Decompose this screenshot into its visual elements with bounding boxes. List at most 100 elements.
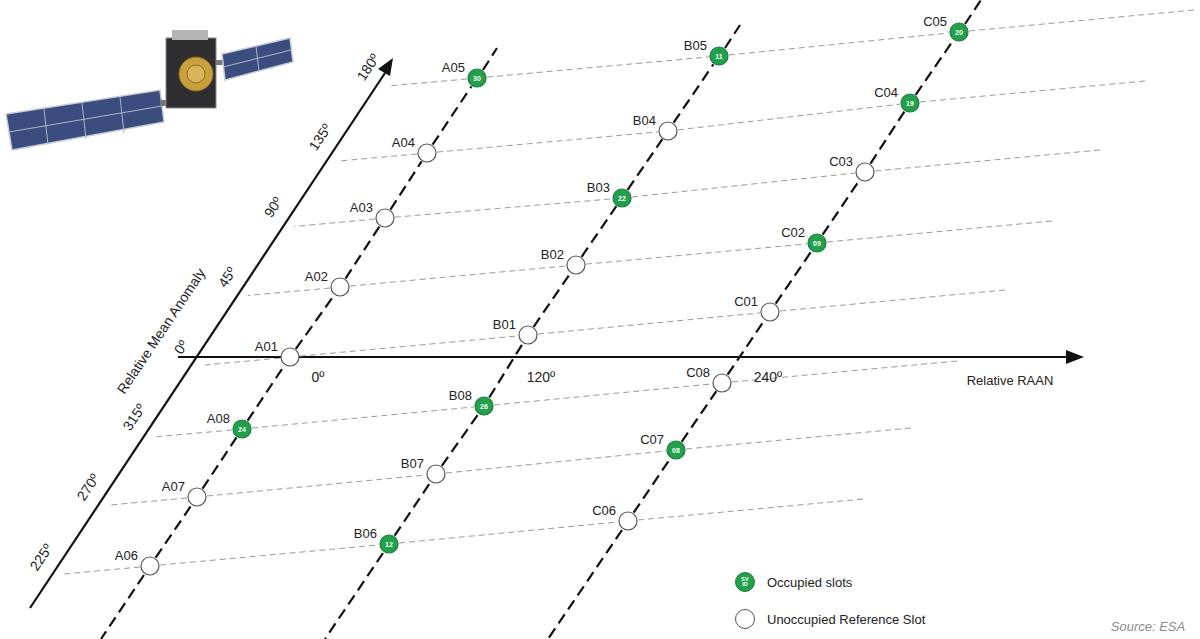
slot-label: A05: [442, 60, 465, 75]
satellite-illustration: [6, 30, 293, 150]
tick-label: 315º: [119, 401, 148, 434]
satellite-body: [166, 38, 216, 108]
tick-label: 270º: [73, 471, 102, 504]
tick-label: 45º: [215, 264, 240, 290]
row-line-extensions: [64, 10, 1194, 574]
slot-circle: [760, 302, 780, 322]
slot-circle: [519, 326, 537, 344]
orbital-plane-line: [203, 437, 237, 488]
reference-slot: C08: [712, 373, 732, 393]
slot-circle: [376, 209, 394, 227]
row-line: [827, 221, 1052, 242]
reference-slot: B04: [658, 121, 678, 141]
occupied-slot: A0530: [467, 68, 487, 88]
slot-label: A07: [162, 479, 185, 494]
tick-label: 120º: [527, 369, 555, 385]
slot-row-line: [399, 522, 618, 543]
raan-axis: [178, 356, 1068, 358]
occupied-slot: B0322: [612, 188, 632, 208]
slot-label: B08: [449, 388, 472, 403]
tick-label: 225º: [26, 541, 55, 574]
legend-symbol-text: SV ID: [739, 577, 751, 588]
reference-slot: A02: [330, 277, 350, 297]
panel-seams: [223, 46, 291, 71]
orbital-plane-line: [156, 505, 192, 557]
orbital-plane-line: [433, 86, 472, 144]
slot-row-line: [494, 384, 712, 405]
tick-label: 90º: [261, 194, 286, 220]
reference-slot: B01: [518, 325, 538, 345]
row-line: [153, 430, 232, 437]
slot-circle: [566, 255, 586, 275]
solar-panel: [6, 90, 164, 150]
slot-circle: [331, 278, 349, 296]
orbital-plane-line: [489, 344, 522, 398]
slot-label: C07: [640, 432, 664, 447]
orbital-plane-line: [823, 180, 860, 234]
legend-text: Unoccupied Reference Slot: [767, 612, 925, 627]
slot-circle: [417, 143, 437, 163]
antenna-array: [179, 57, 213, 91]
slot-circle: [233, 420, 251, 438]
slot-row-line: [446, 451, 666, 473]
orbital-plane-line: [345, 226, 379, 278]
axis-arrowhead: [1066, 350, 1084, 364]
sv-number: 12: [379, 534, 399, 554]
slot-circle: [808, 234, 826, 252]
reference-slot: C01: [760, 302, 780, 322]
sv-number: 11: [709, 46, 729, 66]
slot-circle: [659, 122, 677, 140]
slot-row-line: [207, 475, 426, 496]
axis-title: Relative RAAN: [967, 373, 1054, 389]
sv-number: 20: [949, 22, 969, 42]
slot-circle: [140, 556, 160, 576]
slot-row-line: [300, 336, 518, 356]
slot-circle: [618, 511, 638, 531]
slot-circle: [380, 535, 398, 553]
slot-label: B02: [541, 247, 564, 262]
reference-slot: A03: [375, 208, 395, 228]
slot-row-line: [632, 173, 855, 197]
orbital-plane-line: [582, 206, 617, 257]
slot-circle: [567, 256, 585, 274]
occupied-slot: B0612: [379, 534, 399, 554]
tick-label: 0º: [312, 369, 325, 385]
plane-line-extensions: [101, 0, 981, 639]
reference-slot: A04: [417, 143, 437, 163]
slot-circle: [855, 162, 875, 182]
slot-circle: [468, 69, 486, 87]
reference-slot: B07: [426, 464, 446, 484]
orbital-plane-line: [296, 295, 334, 349]
source-note: Source: ESA: [1111, 619, 1185, 635]
sv-number: 26: [474, 396, 494, 416]
slot-circle: [187, 487, 207, 507]
reference-slot: C03: [855, 162, 875, 182]
slot-label: C05: [923, 14, 947, 29]
slot-row-line: [538, 313, 760, 334]
slot-row-line: [395, 199, 612, 217]
row-line: [920, 81, 1145, 102]
occupied-slot: B0511: [709, 46, 729, 66]
slot-circle: [613, 189, 631, 207]
row-line: [388, 79, 467, 86]
orbital-plane-line: [534, 273, 571, 327]
slot-circle: [518, 325, 538, 345]
row-line: [638, 499, 863, 520]
slot-label: A08: [207, 411, 230, 426]
slot-circle: [856, 163, 874, 181]
slot-label: B04: [633, 113, 656, 128]
axis-title: Relative Mean Anomaly: [114, 265, 209, 396]
orbital-plane-line: [674, 64, 714, 122]
reference-slot: C06: [618, 511, 638, 531]
tick-label: 240º: [754, 369, 782, 385]
slot-row-line: [678, 104, 900, 130]
plane-line: [725, 25, 740, 48]
row-line: [110, 498, 187, 505]
tick-label: 135º: [305, 121, 334, 154]
slot-row-line: [437, 132, 658, 152]
row-line: [780, 290, 1005, 311]
orbital-plane-line: [634, 458, 671, 512]
slot-row-line: [729, 33, 949, 55]
slot-label: C04: [874, 85, 898, 100]
slot-row-line: [160, 545, 379, 565]
